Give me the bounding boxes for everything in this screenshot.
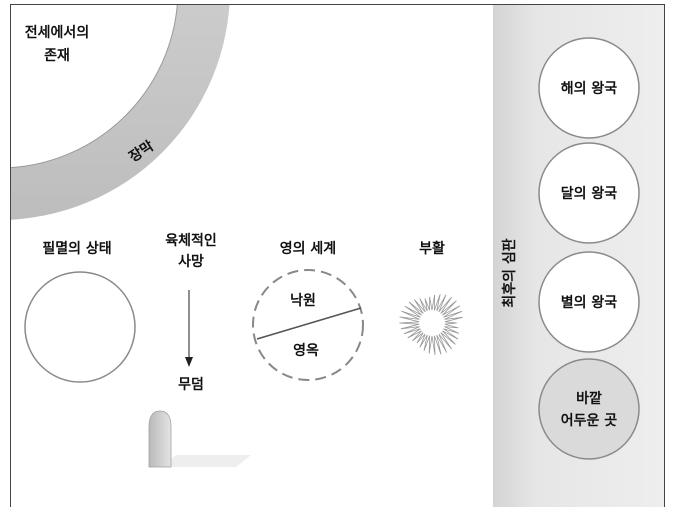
spirit-world-divider — [256, 307, 362, 340]
outer-darkness-circle — [538, 358, 640, 460]
grave-ground — [161, 455, 251, 467]
telestial-kingdom-label: 별의 왕국 — [561, 294, 618, 311]
terrestrial-kingdom-label: 달의 왕국 — [561, 185, 618, 202]
premortal-label-line2: 존재 — [44, 48, 70, 64]
final-judgment-label: 최후의 심판 — [501, 238, 518, 307]
mortal-state-label: 필멸의 상태 — [42, 240, 111, 257]
physical-death-label-line1: 육체적인 — [165, 232, 217, 249]
resurrection: 부활 — [399, 240, 463, 355]
premortal-area: 전세에서의 존재 장막 — [11, 5, 230, 220]
terrestrial-kingdom-circle — [538, 142, 640, 244]
kingdoms: 해의 왕국 달의 왕국 별의 왕국 바깥 어두운 곳 — [538, 37, 640, 460]
physical-death: 육체적인 사망 무덤 — [148, 232, 251, 468]
spirit-prison-label: 영옥 — [293, 342, 319, 359]
spirit-world: 영의 세계 낙원 영옥 — [252, 240, 364, 381]
celestial-kingdom-circle — [538, 37, 640, 139]
physical-death-label-line2: 사망 — [178, 253, 204, 270]
celestial-kingdom-label: 해의 왕국 — [561, 80, 618, 97]
premortal-circle — [11, 5, 178, 169]
outer-darkness-label-line2: 어두운 곳 — [561, 412, 618, 429]
telestial-kingdom-circle — [538, 251, 640, 353]
spirit-world-circle — [252, 269, 364, 381]
spirit-world-label: 영의 세계 — [280, 240, 336, 257]
resurrection-burst-icon — [399, 293, 463, 355]
premortal-label-line1: 전세에서의 — [25, 24, 89, 41]
death-arrow-head — [185, 357, 193, 367]
mortal-state-circle — [24, 271, 136, 383]
diagram-canvas: 전세에서의 존재 장막 필멸의 상태 육체적인 사망 무덤 영의 세계 낙원 영… — [11, 5, 664, 507]
paradise-label: 낙원 — [290, 293, 316, 309]
resurrection-label: 부활 — [419, 240, 445, 257]
tombstone-icon — [148, 410, 172, 468]
grave-label: 무덤 — [178, 376, 204, 393]
plan-of-salvation-diagram: 전세에서의 존재 장막 필멸의 상태 육체적인 사망 무덤 영의 세계 낙원 영… — [10, 4, 665, 507]
mortal-state: 필멸의 상태 — [24, 240, 136, 383]
outer-darkness-label-line1: 바깥 — [576, 390, 602, 407]
